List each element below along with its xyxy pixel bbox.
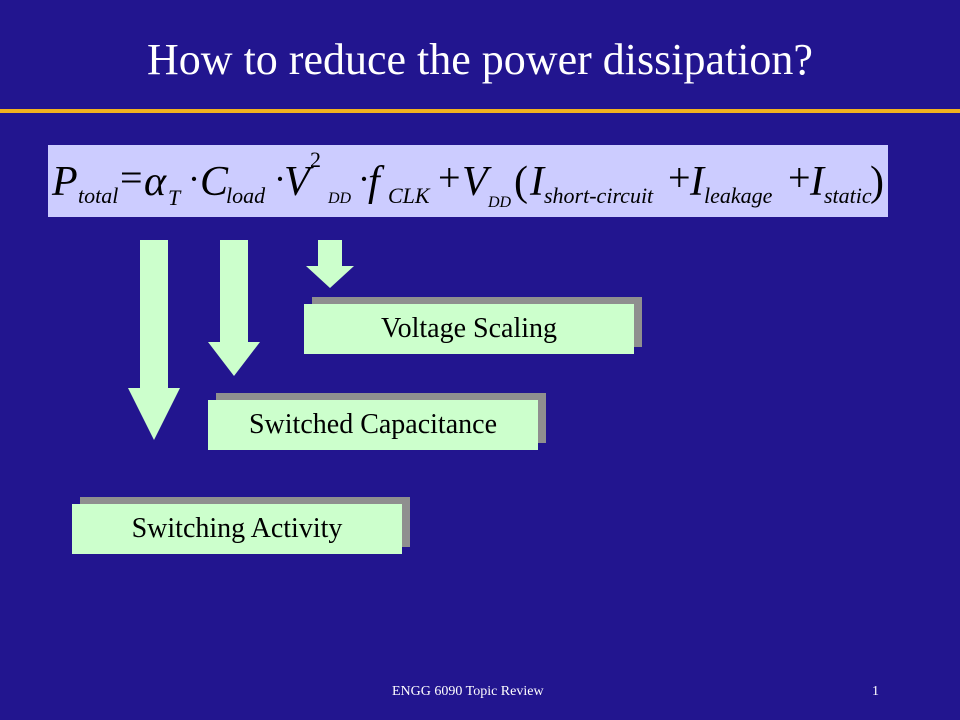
formula-alpha-sub: T bbox=[168, 185, 182, 210]
switched-capacitance-label: Switched Capacitance bbox=[208, 400, 538, 450]
formula-plus-2: + bbox=[668, 155, 691, 200]
formula-p-sub: total bbox=[78, 183, 118, 208]
formula-i2: I bbox=[689, 159, 706, 205]
formula-i3-sub: static bbox=[824, 183, 872, 208]
title-divider bbox=[0, 109, 960, 113]
formula-paren-close: ) bbox=[870, 159, 884, 205]
switched-capacitance-arrow bbox=[208, 240, 260, 376]
formula-i1-sub: short-circuit bbox=[544, 183, 654, 208]
voltage-scaling-arrow bbox=[306, 240, 354, 288]
formula-plus-3: + bbox=[788, 155, 811, 200]
formula-plus-1: + bbox=[438, 155, 461, 200]
formula-v: V bbox=[284, 159, 314, 205]
switching-activity-box: Switching Activity bbox=[72, 497, 410, 554]
power-formula-svg: P total = α T · C load · V 2 DD · f CLK … bbox=[51, 147, 884, 211]
formula-vdd-sub: DD bbox=[487, 194, 512, 211]
formula-f-sub: CLK bbox=[388, 183, 431, 208]
switching-activity-arrow bbox=[128, 240, 180, 440]
formula-v-sub: DD bbox=[327, 190, 352, 207]
formula-dot-2: · bbox=[274, 159, 286, 199]
formula-dot-3: · bbox=[358, 159, 370, 199]
formula-c-sub: load bbox=[226, 183, 266, 208]
slide-title: How to reduce the power dissipation? bbox=[147, 35, 813, 84]
formula-c: C bbox=[200, 159, 229, 205]
formula-i1: I bbox=[529, 159, 546, 205]
formula-paren-open: ( bbox=[514, 159, 528, 205]
formula-i2-sub: leakage bbox=[704, 183, 773, 208]
formula-f: f bbox=[368, 159, 385, 205]
formula-v-sup: 2 bbox=[310, 147, 321, 172]
voltage-scaling-label: Voltage Scaling bbox=[304, 304, 634, 354]
formula-alpha: α bbox=[144, 159, 167, 205]
switched-capacitance-box: Switched Capacitance bbox=[208, 393, 546, 450]
footer-text: ENGG 6090 Topic Review bbox=[392, 684, 544, 699]
formula-i3: I bbox=[809, 159, 826, 205]
formula-p: P bbox=[51, 159, 78, 205]
switching-activity-label: Switching Activity bbox=[72, 504, 402, 554]
power-formula: P total = α T · C load · V 2 DD · f CLK … bbox=[48, 145, 888, 217]
formula-equals: = bbox=[120, 155, 143, 200]
page-number: 1 bbox=[872, 684, 879, 699]
voltage-scaling-box: Voltage Scaling bbox=[304, 297, 642, 354]
formula-dot-1: · bbox=[188, 159, 200, 199]
formula-vdd: V bbox=[462, 159, 492, 205]
